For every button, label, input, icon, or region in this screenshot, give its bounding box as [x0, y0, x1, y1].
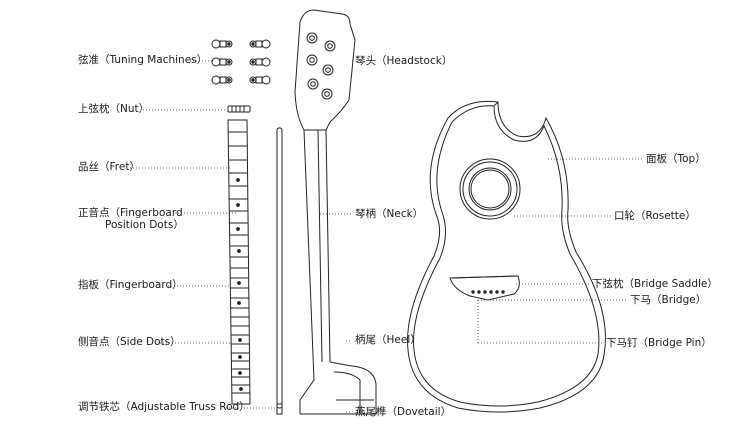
- label-fingerboard: 指板（Fingerboard）: [78, 279, 183, 291]
- guitar-body-drawing: [407, 100, 606, 413]
- nut-drawing: [227, 105, 251, 113]
- label-top: 面板（Top）: [646, 153, 706, 165]
- label-truss-rod: 调节铁芯（Adjustable Truss Rod）: [78, 401, 250, 413]
- truss-rod-drawing: [276, 127, 283, 415]
- label-fret: 品丝（Fret）: [78, 161, 140, 173]
- label-neck: 琴柄（Neck）: [355, 208, 424, 220]
- neck-headstock-drawing: [294, 9, 377, 415]
- label-tuning-machines: 弦准（Tuning Machines）: [78, 54, 208, 66]
- label-rosette: 口轮（Rosette）: [614, 210, 696, 222]
- label-bridge: 下马（Bridge）: [630, 294, 707, 306]
- label-position-dots-line1: 正音点（Fingerboard: [78, 207, 183, 219]
- fingerboard-drawing: [227, 119, 251, 405]
- label-headstock: 琴头（Headstock）: [355, 55, 453, 67]
- label-position-dots-line2: Position Dots）: [105, 219, 184, 231]
- label-nut: 上弦枕（Nut）: [78, 103, 150, 115]
- label-heel: 柄尾（Heel）: [355, 334, 421, 346]
- tuning-machines-drawing: [211, 39, 271, 85]
- label-side-dots: 侧音点（Side Dots）: [78, 336, 181, 348]
- label-bridge-saddle: 下弦枕（Bridge Saddle）: [592, 278, 718, 290]
- leader-lines: [130, 60, 644, 413]
- label-bridge-pin: 下马钉（Bridge Pin）: [606, 337, 712, 349]
- label-dovetail: 燕尾榫（Dovetail）: [355, 406, 452, 418]
